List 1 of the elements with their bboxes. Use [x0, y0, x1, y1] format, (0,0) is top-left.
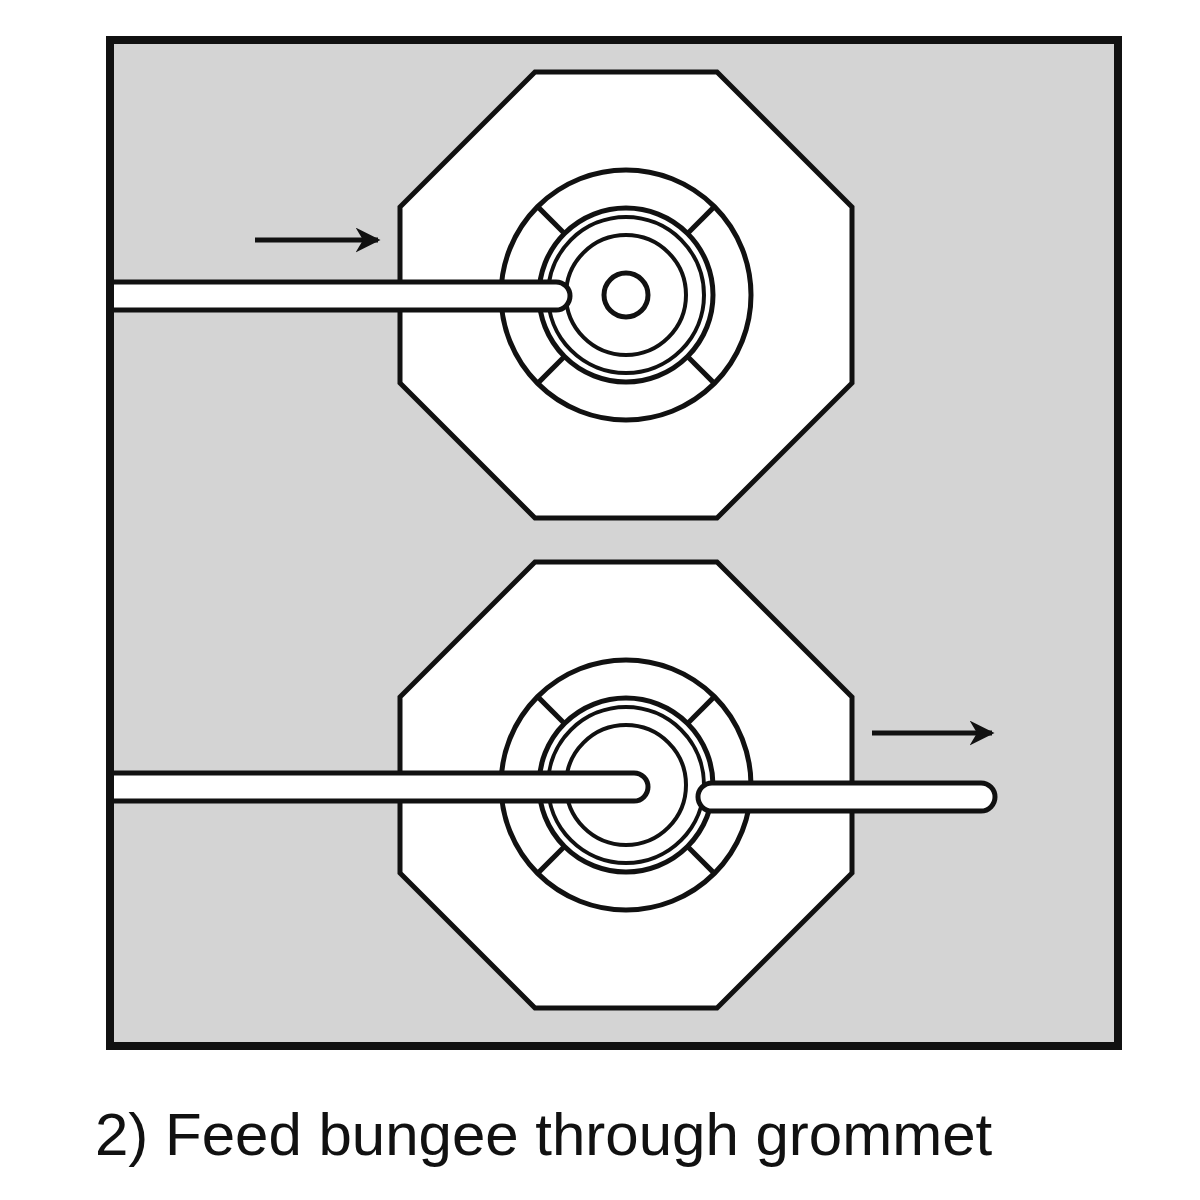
caption: 2) Feed bungee through grommet	[95, 1100, 993, 1169]
